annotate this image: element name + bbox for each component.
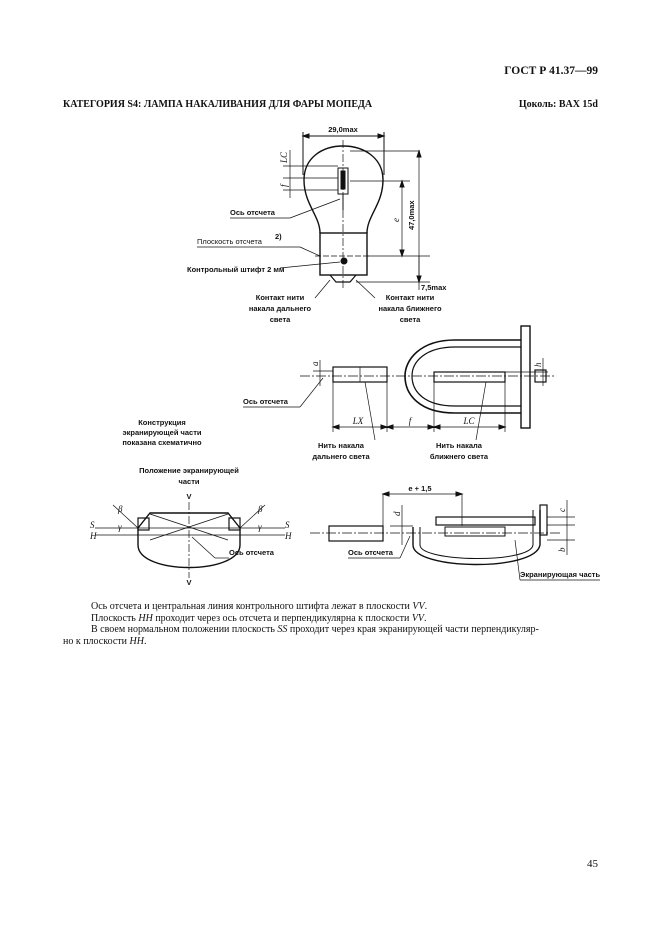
h-right: H [284,531,292,541]
dim-b: b [557,547,567,552]
dim-e15: e + 1,5 [408,484,431,493]
dim-a: a [310,361,320,366]
lamp-figure: 29,0max LC f 47,0max e 7,5max [187,125,447,324]
contact-low-3: света [400,315,421,324]
dim-lc: LC [279,151,289,164]
dim-c: c [557,508,567,512]
dim-d: d [392,511,402,516]
contact-low-2: накала ближнего [378,304,442,313]
cap-type: Цоколь: BAX 15d [518,99,598,110]
dim-base: 7,5max [421,283,447,292]
gamma-right: γ [258,522,262,532]
technical-drawings: 29,0max LC f 47,0max e 7,5max [89,125,600,587]
plane-note: 2) [275,232,282,241]
high-filament-2: дальнего света [312,452,370,461]
s-left: S [90,520,95,530]
dim-f: f [279,183,289,187]
position-title-1: Положение экранирующей [139,466,239,475]
schematic-2: экранирующей части [122,428,201,437]
high-filament-1: Нить накала [318,441,365,450]
contact-high-3: света [270,315,291,324]
note-3: В своем нормальном положении плоскость S… [91,624,539,636]
notes-block: Ось отсчета и центральная линия контроль… [63,601,599,647]
v-top: V [186,492,191,501]
gamma-left: γ [118,522,122,532]
pin-label: Контрольный штифт 2 мм [187,265,285,274]
axis-label-3: Ось отсчета [229,548,275,557]
axis-label-1: Ось отсчета [230,208,276,217]
axis-label-2: Ось отсчета [243,397,289,406]
dim-e: e [391,218,401,222]
position-title-2: части [179,477,200,486]
contact-high-2: накала дальнего [249,304,312,313]
s-right: S [285,520,290,530]
dim-lc2: LC [462,416,475,426]
dim-lx: LX [352,416,364,426]
page-number: 45 [587,858,598,870]
filament-figure: LX f LC a h Конструкция экранирующей час… [122,325,555,461]
note-2: Плоскость HH проходит через ось отсчета … [91,612,427,624]
note-1: Ось отсчета и центральная линия контроль… [91,601,428,612]
beta-left: β [117,504,123,514]
standard-code: ГОСТ Р 41.37—99 [504,65,598,77]
note-3-cont: но к плоскости HH. [63,635,147,647]
dim-f2: f [409,416,413,426]
h-left: H [89,531,97,541]
dim-width: 29,0max [328,125,358,134]
category-title: КАТЕГОРИЯ S4: ЛАМПА НАКАЛИВАНИЯ ДЛЯ ФАРЫ… [63,99,373,110]
beta-right: β [257,504,263,514]
dim-h: h [533,362,543,367]
low-filament-2: ближнего света [430,452,489,461]
low-filament-1: Нить накала [436,441,483,450]
contact-low-1: Контакт нити [386,293,435,302]
shield-position-figure: Положение экранирующей части V V β β γ γ… [89,466,292,587]
schematic-1: Конструкция [138,418,186,427]
schematic-3: показана схематично [122,438,202,447]
shield-label: Экранирующая часть [520,570,600,579]
plane-label: Плоскость отсчета [197,237,263,246]
v-bottom: V [186,578,191,587]
dim-height: 47,0max [407,200,416,230]
axis-label-4: Ось отсчета [348,548,394,557]
shield-section-figure: e + 1,5 d c b Ось отсчета Экранирующая ч… [310,484,600,581]
contact-high-1: Контакт нити [256,293,305,302]
